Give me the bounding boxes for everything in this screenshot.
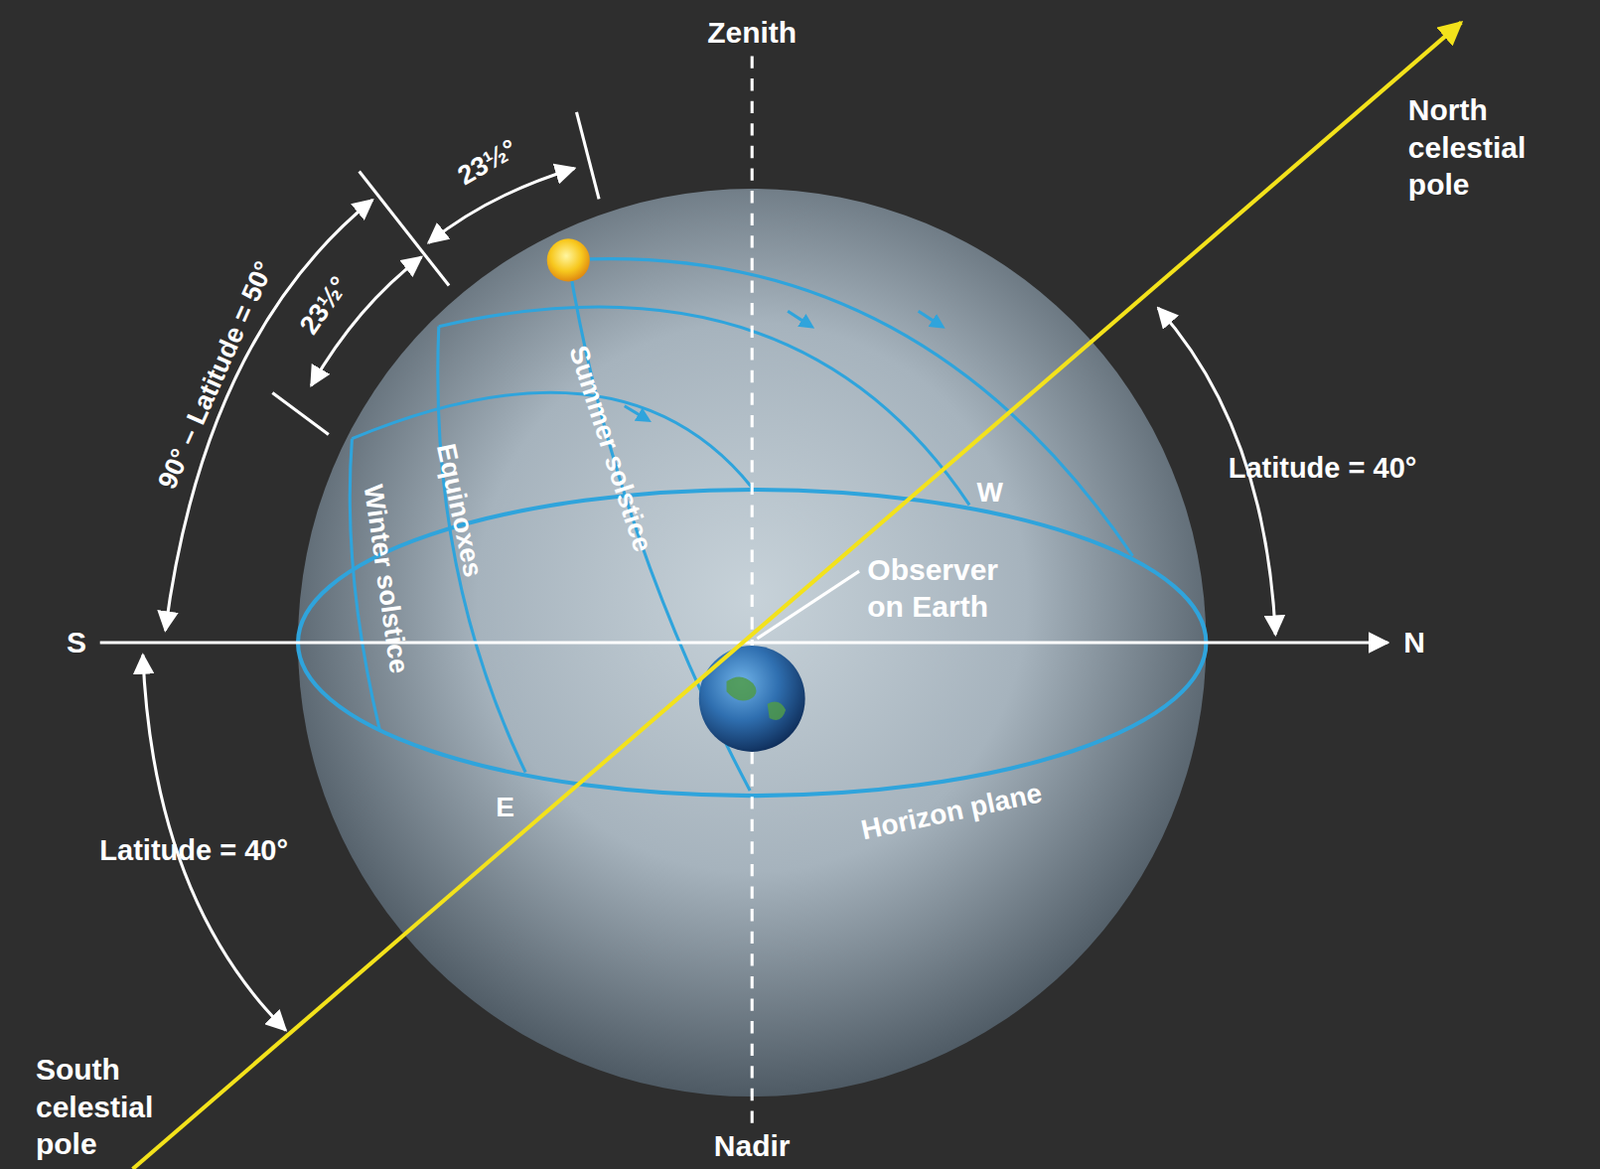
sun (547, 238, 590, 282)
summer-arc (568, 259, 1133, 557)
angle-label: 90° – Latitude = 50° (150, 256, 282, 495)
earth (699, 645, 806, 752)
winter-arc (351, 392, 752, 488)
nadir-label: Nadir (714, 1128, 791, 1166)
equinox-arc (438, 306, 970, 505)
sun-paths (297, 259, 1206, 796)
path-arrow (787, 310, 809, 324)
angle-label: 23½° (451, 133, 524, 194)
direction-label: E (495, 788, 515, 824)
pole-label: North celestial pole (1408, 91, 1583, 204)
direction-label: S (66, 624, 87, 663)
latitude-label: Latitude = 40° (1228, 448, 1418, 485)
zenith-label: Zenith (707, 13, 797, 52)
direction-label: W (976, 474, 1003, 510)
path-arrow (624, 406, 646, 419)
earth-land (727, 676, 787, 720)
latitude-label: Latitude = 40° (99, 832, 289, 869)
celestial-axis (133, 22, 1462, 1169)
angle-annotations (143, 112, 1276, 1030)
zenith-nadir-line (750, 55, 754, 1127)
observer-label: Observer on Earth (867, 551, 1041, 626)
direction-label: N (1403, 624, 1426, 663)
path-arrow (918, 310, 940, 324)
pole-label: South celestial pole (35, 1050, 210, 1164)
